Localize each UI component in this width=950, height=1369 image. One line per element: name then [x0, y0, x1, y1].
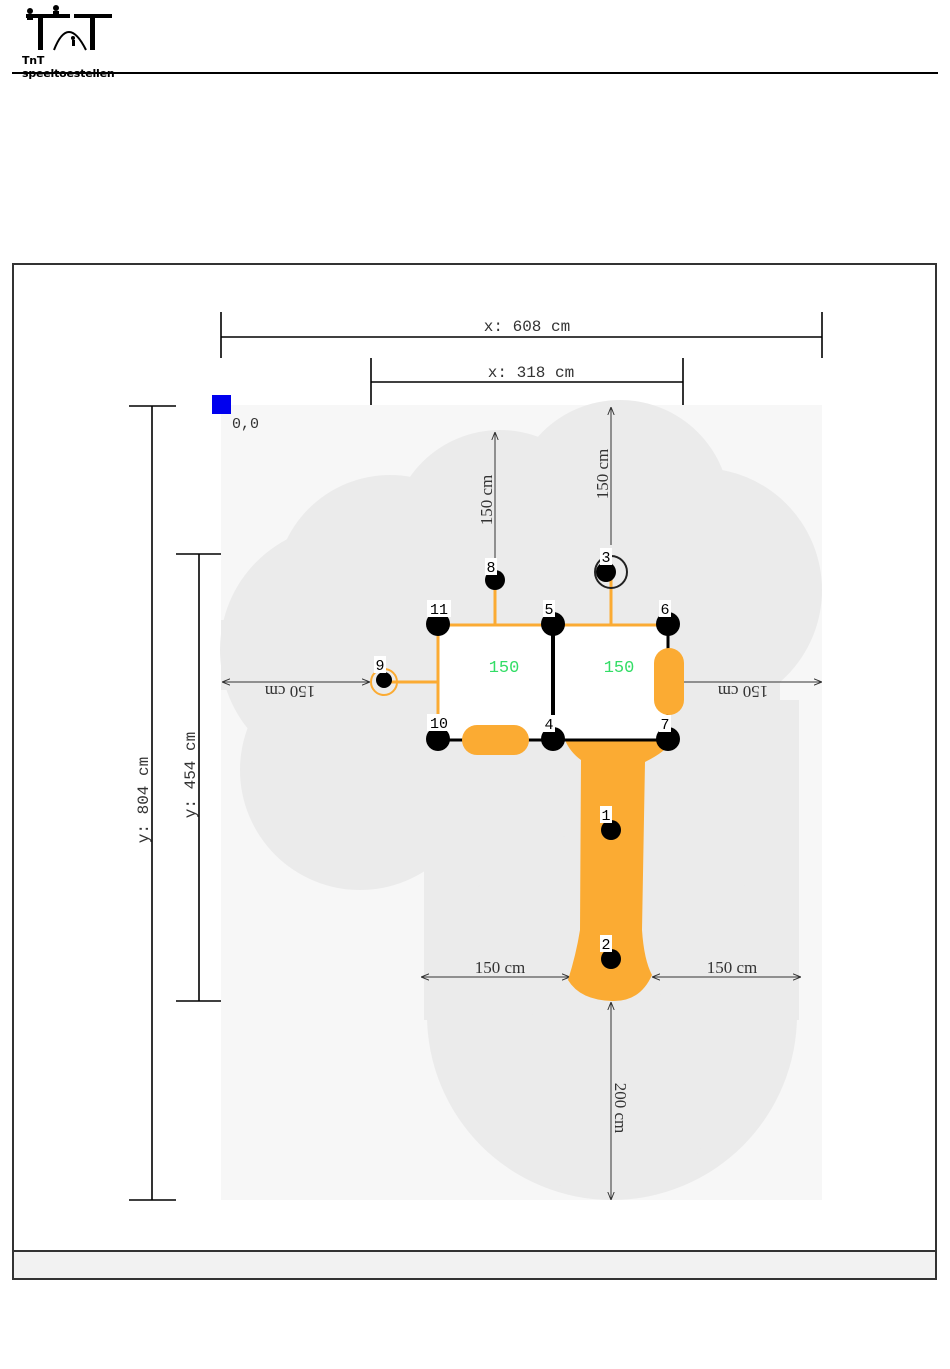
- post-11-label: 11: [430, 602, 448, 619]
- clearance-bottom-right-label: 150 cm: [707, 958, 758, 977]
- post-1-label: 1: [601, 808, 610, 825]
- clearance-top-right-label: 150 cm: [593, 449, 612, 500]
- front-panel: [462, 725, 529, 755]
- overall-width-label: x: 608 cm: [484, 318, 570, 336]
- post-6-label: 6: [660, 602, 669, 619]
- post-2-label: 2: [601, 937, 610, 954]
- origin-marker: [212, 395, 231, 414]
- equipment-width-label: x: 318 cm: [488, 364, 574, 382]
- platform-left-height: 150: [489, 659, 520, 678]
- post-3-label: 3: [601, 550, 610, 567]
- clearance-left-label: 150 cm: [265, 682, 316, 701]
- clearance-bottom-left-label: 150 cm: [475, 958, 526, 977]
- clearance-top-left-label: 150 cm: [477, 475, 496, 526]
- platform-left: [438, 624, 553, 739]
- post-8-label: 8: [486, 560, 495, 577]
- post-4-label: 4: [544, 717, 553, 734]
- post-5-label: 5: [544, 602, 553, 619]
- overall-height-label: y: 804 cm: [135, 757, 153, 843]
- platform-right-height: 150: [604, 659, 635, 678]
- equipment-height-label: y: 454 cm: [182, 732, 200, 818]
- platform-right: [553, 624, 668, 739]
- post-7-label: 7: [660, 717, 669, 734]
- post-9-label: 9: [375, 658, 384, 675]
- side-panel: [654, 648, 684, 715]
- origin-label: 0,0: [232, 416, 259, 433]
- clearance-right-label: 150 cm: [718, 682, 769, 701]
- clearance-bottom-label: 200 cm: [611, 1083, 630, 1134]
- post-10-label: 10: [430, 716, 448, 733]
